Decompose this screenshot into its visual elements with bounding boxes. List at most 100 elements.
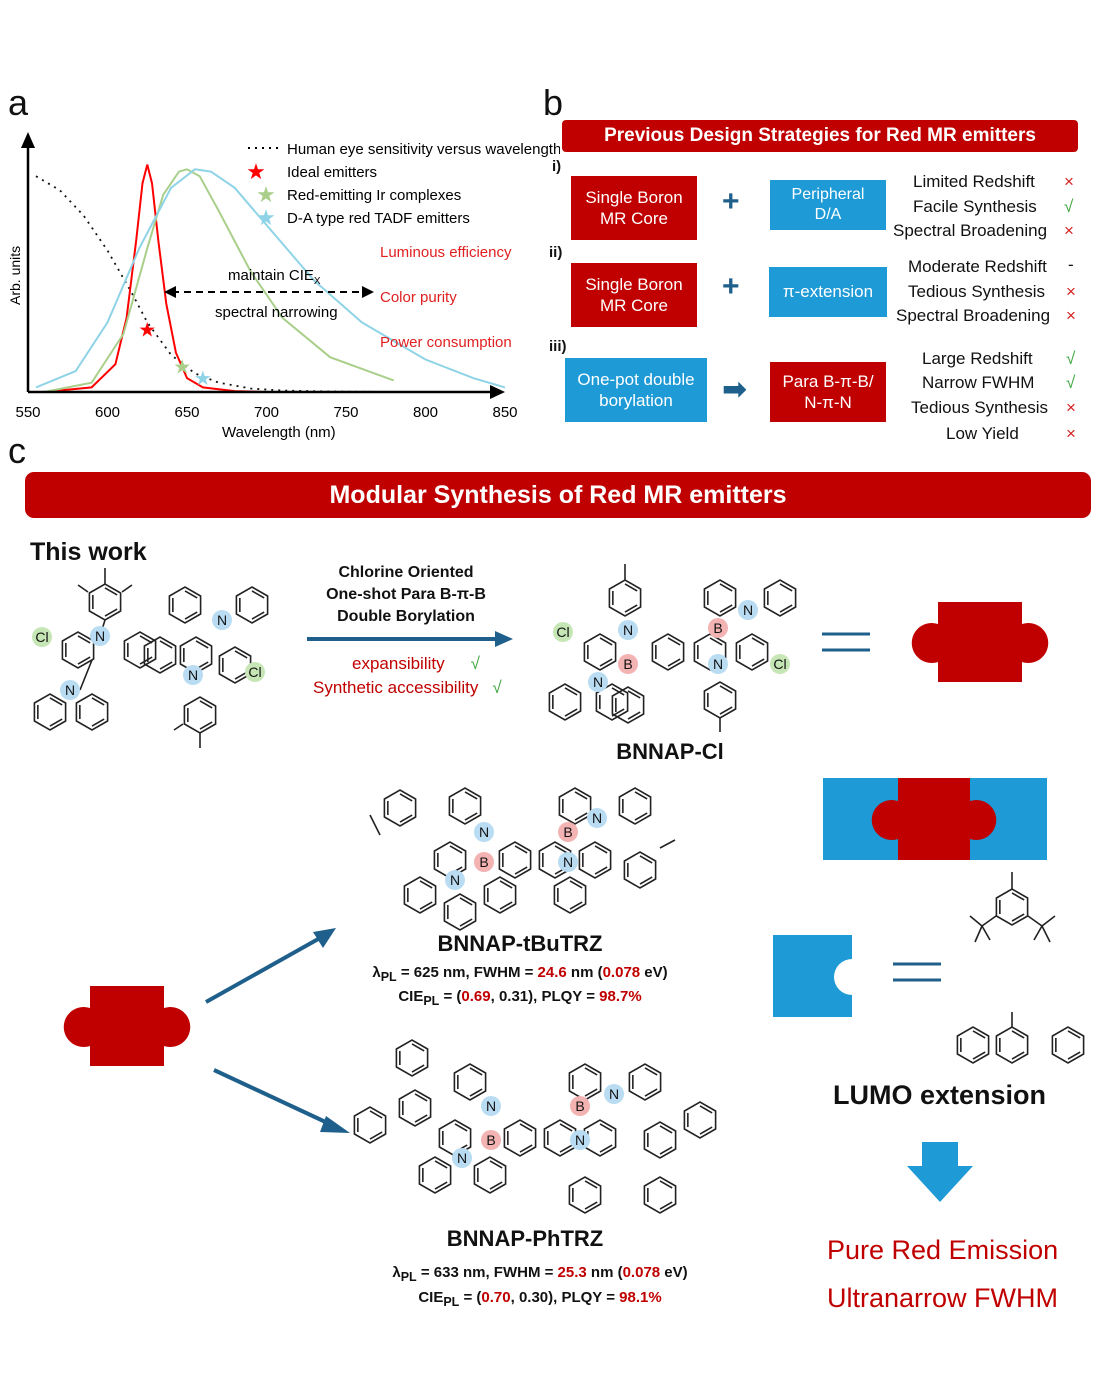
benzene-ring-24 — [235, 586, 269, 624]
atom-halo-54 — [212, 610, 232, 630]
outcome-ultranarrow: Ultranarrow FWHM — [827, 1283, 1059, 1313]
atom-n-label-188: N — [450, 872, 460, 888]
double-bond-3 — [104, 587, 118, 596]
double-bond-226 — [584, 1067, 598, 1076]
row-i-label: i) — [552, 158, 562, 175]
puzzle-blue-piece — [773, 935, 852, 1017]
tbutrz-l1-v1: 24.6 — [537, 964, 567, 981]
double-bond-210 — [454, 1123, 468, 1132]
row-i-box2: Peripheral D/A — [770, 180, 886, 230]
double-bond-19 — [49, 697, 63, 706]
arrow-to-phtrz — [213, 1068, 333, 1127]
row-iii-arrow-icon: ➡ — [722, 373, 748, 406]
benzene-ring-279 — [1051, 1026, 1085, 1064]
row-ii-item-1: Tedious Synthesis — [908, 282, 1046, 301]
tbutrz-l2-pre: CIE — [398, 988, 424, 1005]
phtrz-l1-v1: 25.3 — [557, 1264, 587, 1281]
benzene-ring-4 — [61, 631, 95, 669]
atom-cl-label-53: Cl — [248, 664, 261, 680]
atom-halo-263 — [604, 1084, 624, 1104]
row-ii-label: ii) — [549, 244, 563, 261]
benzene-ring-235 — [683, 1101, 717, 1139]
atom-halo-113 — [708, 654, 728, 674]
atom-halo-111 — [708, 618, 728, 638]
benzene-ring-145 — [578, 841, 612, 879]
atom-b-label-110: B — [623, 656, 632, 672]
double-bond-174 — [569, 901, 583, 910]
compound-bnnap-cl: BNNAP-Cl — [616, 739, 724, 764]
row-ii-mark-1: × — [1066, 282, 1076, 301]
benzene-ring-129 — [448, 787, 482, 825]
luminous-efficiency-label: Luminous efficiency — [380, 244, 512, 261]
bond-287 — [969, 915, 983, 927]
outcome-pure-red: Pure Red Emission — [827, 1235, 1059, 1265]
benzene-ring-271 — [995, 1026, 1029, 1064]
double-bond-212 — [519, 1144, 533, 1153]
legend-eye: Human eye sensitivity versus wavelength — [287, 141, 560, 158]
benzene-ring-67 — [583, 633, 617, 671]
bond-288 — [974, 925, 983, 943]
double-bond-94 — [611, 687, 625, 696]
atom-halo-187 — [445, 870, 465, 890]
benzene-ring-191 — [395, 1039, 429, 1077]
x-axis-label: Wavelength (nm) — [222, 424, 336, 441]
double-bond-27 — [251, 590, 265, 599]
row-iii-mark-3: × — [1066, 424, 1076, 443]
double-bond-224 — [584, 1088, 598, 1097]
benzene-ring-8 — [123, 631, 157, 669]
tbutrz-l2-b: , 0.31), PLQY = — [490, 988, 600, 1005]
equals-sign-top — [822, 632, 870, 652]
phtrz-l1-c: eV) — [660, 1264, 688, 1281]
atom-n-label-186: N — [592, 810, 602, 826]
benefit-0-mark: √ — [470, 654, 480, 673]
row-iii-mark-2: × — [1066, 398, 1076, 417]
reaction-line-1: One-shot Para B-π-B — [326, 586, 486, 603]
bond-62 — [173, 723, 184, 731]
row-iii-box1-text: One-pot double borylation — [577, 369, 695, 410]
bond-189 — [369, 814, 381, 836]
bond-290 — [1041, 915, 1056, 927]
atom-n-label-118: N — [593, 674, 603, 690]
row-i-box2-text: Peripheral D/A — [791, 186, 865, 223]
panel-a-letter: a — [8, 82, 29, 123]
double-bond-144 — [554, 845, 568, 854]
double-bond-242 — [659, 1180, 673, 1189]
atom-halo-48 — [60, 680, 80, 700]
benzene-ring-83 — [703, 579, 737, 617]
phtrz-l2-b: , 0.30), PLQY = — [510, 1289, 620, 1306]
atom-n-label-256: N — [486, 1098, 496, 1114]
benefit-1-text: Synthetic accessibility — [313, 678, 479, 697]
double-bond-164 — [419, 880, 433, 889]
legend-ideal: Ideal emitters — [287, 164, 377, 181]
branch-arrows — [205, 928, 350, 1133]
double-bond-206 — [469, 1067, 483, 1076]
double-bond-234 — [659, 1125, 673, 1134]
row-i-item-1: Facile Synthesis — [913, 197, 1037, 216]
double-bond-70 — [599, 637, 613, 646]
row-iii-box1: One-pot double borylation — [565, 358, 707, 422]
benzene-ring-169 — [623, 851, 657, 889]
ir-complex-curve — [43, 168, 395, 393]
x-tick-750: 750 — [333, 404, 358, 421]
benzene-ring-211 — [503, 1119, 537, 1157]
puzzle-assembled-red — [871, 778, 997, 860]
double-bond-96 — [564, 708, 578, 717]
x-tick-850: 850 — [492, 404, 517, 421]
double-bond-7 — [77, 635, 91, 644]
double-bond-68 — [599, 658, 613, 667]
atom-b-label-180: B — [479, 854, 488, 870]
marker-star-icon-0: ★ — [138, 319, 156, 341]
atom-n-label-47: N — [95, 628, 105, 644]
double-bond-202 — [369, 1110, 383, 1119]
atom-n-label-55: N — [217, 612, 227, 628]
compound-bnnap-tbutrz: BNNAP-tBuTRZ — [437, 931, 603, 956]
atom-halo-109 — [618, 654, 638, 674]
row-iii-item-0: Large Redshift — [922, 349, 1033, 368]
atom-cl-label-120: Cl — [556, 624, 569, 640]
double-bond-82 — [751, 637, 765, 646]
x-tick-600: 600 — [95, 404, 120, 421]
benzene-ring-79 — [735, 633, 769, 671]
tbutrz-l2-v1: 0.69 — [461, 988, 491, 1005]
benefit-expansibility: expansibility√ — [352, 654, 480, 674]
double-bond-222 — [599, 1123, 613, 1132]
